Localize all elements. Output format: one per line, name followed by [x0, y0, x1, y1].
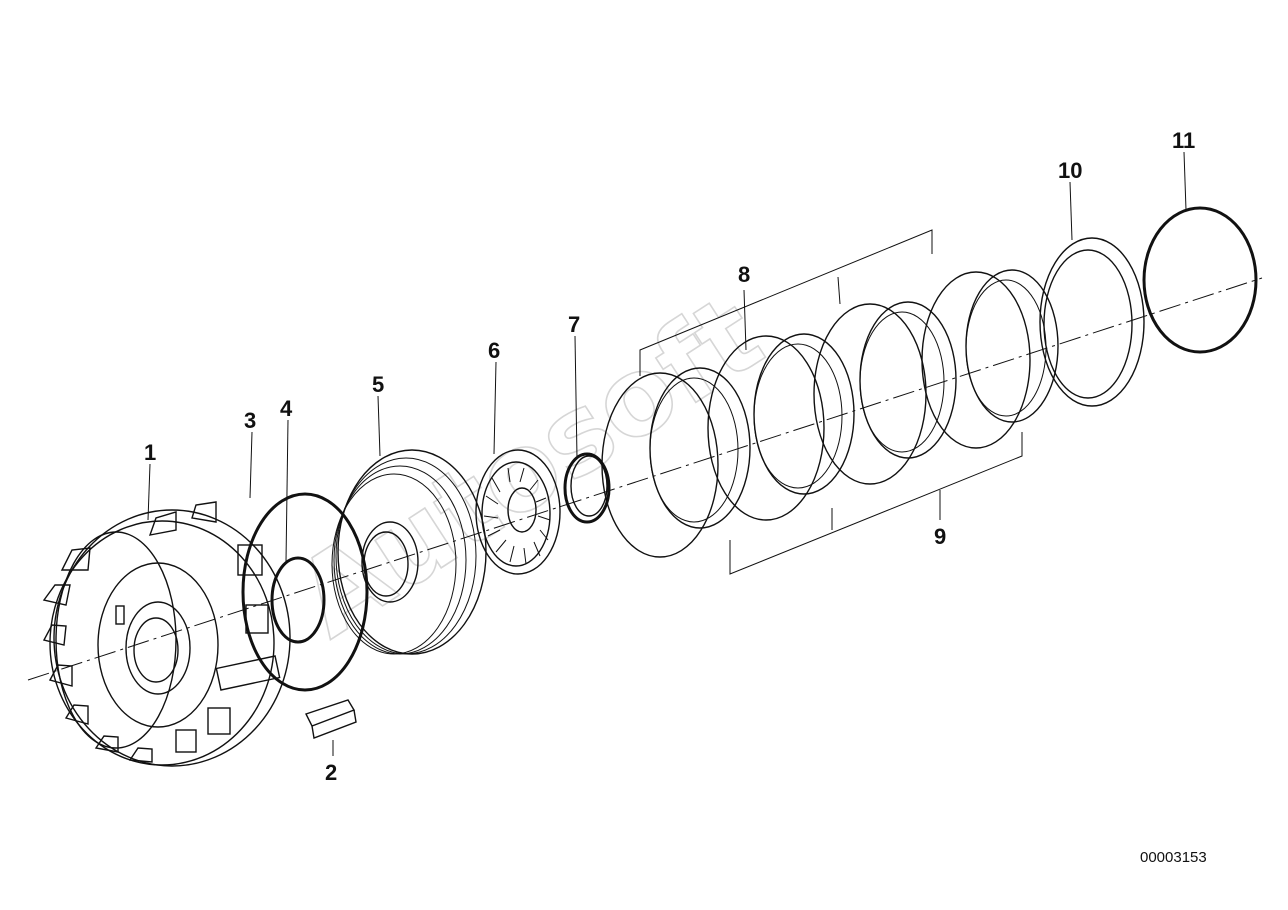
callout-10: 10	[1058, 158, 1082, 183]
bracket-9	[729, 432, 1023, 575]
part-2-key	[305, 699, 357, 739]
callout-9: 9	[934, 524, 946, 549]
callout-6: 6	[488, 338, 500, 363]
center-axis	[27, 277, 1263, 681]
bracket-8	[639, 229, 933, 376]
callout-5: 5	[372, 372, 384, 397]
callout-7: 7	[568, 312, 580, 337]
callout-11: 11	[1172, 128, 1195, 153]
part-7-retaining-ring	[563, 452, 611, 524]
part-4-seal-ring	[270, 556, 326, 644]
callout-8: 8	[738, 262, 750, 287]
callout-3: 3	[244, 408, 256, 433]
part-5-piston	[331, 449, 487, 655]
callout-2: 2	[325, 760, 337, 785]
part-3-snap-ring	[241, 492, 369, 692]
callout-1: 1	[144, 440, 156, 465]
drawing-number: 00003153	[1140, 849, 1207, 866]
part-10-pressure-plate	[1039, 237, 1145, 407]
callout-4: 4	[280, 396, 293, 421]
part-6-return-spring	[475, 449, 561, 575]
part-8-outer-plates	[601, 271, 1031, 558]
leader-lines	[147, 151, 1187, 756]
part-11-ring	[1142, 206, 1258, 354]
